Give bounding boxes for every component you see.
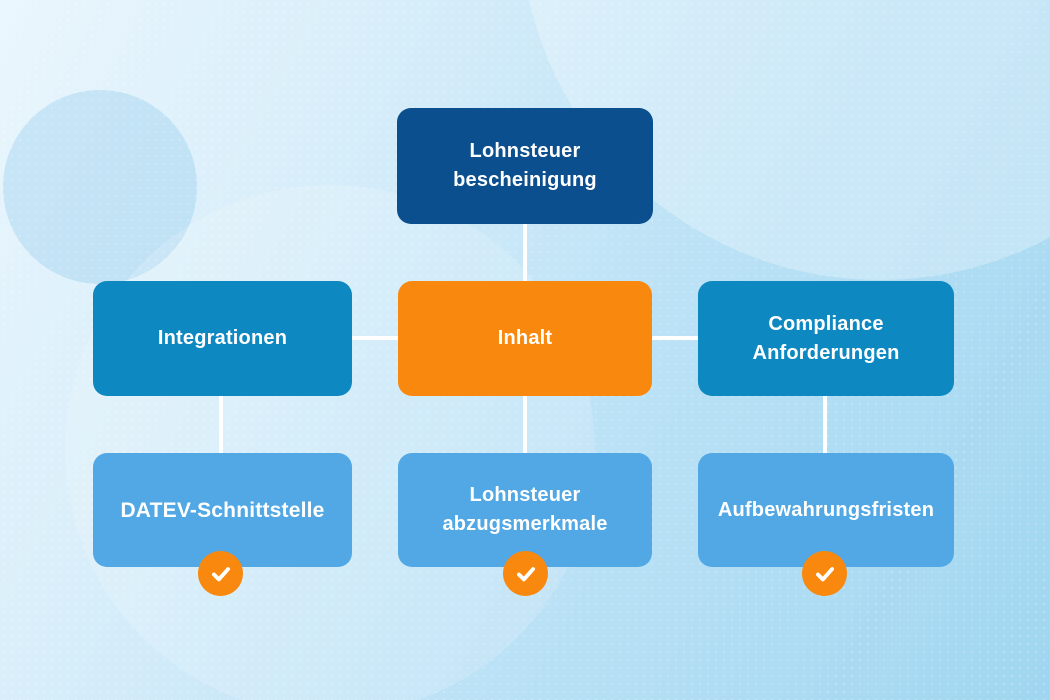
status-badge-aufbewahrungsfristen [802, 551, 847, 596]
connector-inhalt-compliance [652, 336, 698, 340]
check-icon [208, 561, 234, 587]
check-icon [812, 561, 838, 587]
node-integrationen: Integrationen [93, 281, 352, 396]
check-icon [513, 561, 539, 587]
background-circle [3, 90, 197, 284]
connector-inhalt-abzug [523, 396, 527, 454]
node-compliance-anforderungen: Compliance Anforderungen [698, 281, 954, 396]
node-lohnsteuerbescheinigung: Lohnsteuer bescheinigung [397, 108, 653, 224]
status-badge-abzugsmerkmale [503, 551, 548, 596]
connector-root-inhalt [523, 224, 527, 282]
node-label: Compliance Anforderungen [752, 312, 900, 364]
node-label: Lohnsteuer bescheinigung [453, 140, 597, 191]
node-label: DATEV-Schnittstelle [120, 498, 325, 522]
node-label: Integrationen [157, 327, 288, 349]
background-circle [65, 185, 595, 700]
node-inhalt: Inhalt [398, 281, 652, 396]
node-label: Inhalt [497, 327, 553, 349]
connector-integrationen-datev [219, 396, 223, 454]
node-label: Lohnsteuer abzugsmerkmale [442, 484, 608, 535]
connector-compliance-aufbew [823, 396, 827, 454]
node-label: Aufbewahrungsfristen [717, 498, 935, 521]
connector-integrationen-inhalt [352, 336, 398, 340]
node-datev-schnittstelle: DATEV-Schnittstelle [93, 453, 352, 567]
status-badge-datev [198, 551, 243, 596]
node-aufbewahrungsfristen: Aufbewahrungsfristen [698, 453, 954, 567]
node-lohnsteuerabzugsmerkmale: Lohnsteuer abzugsmerkmale [398, 453, 652, 567]
